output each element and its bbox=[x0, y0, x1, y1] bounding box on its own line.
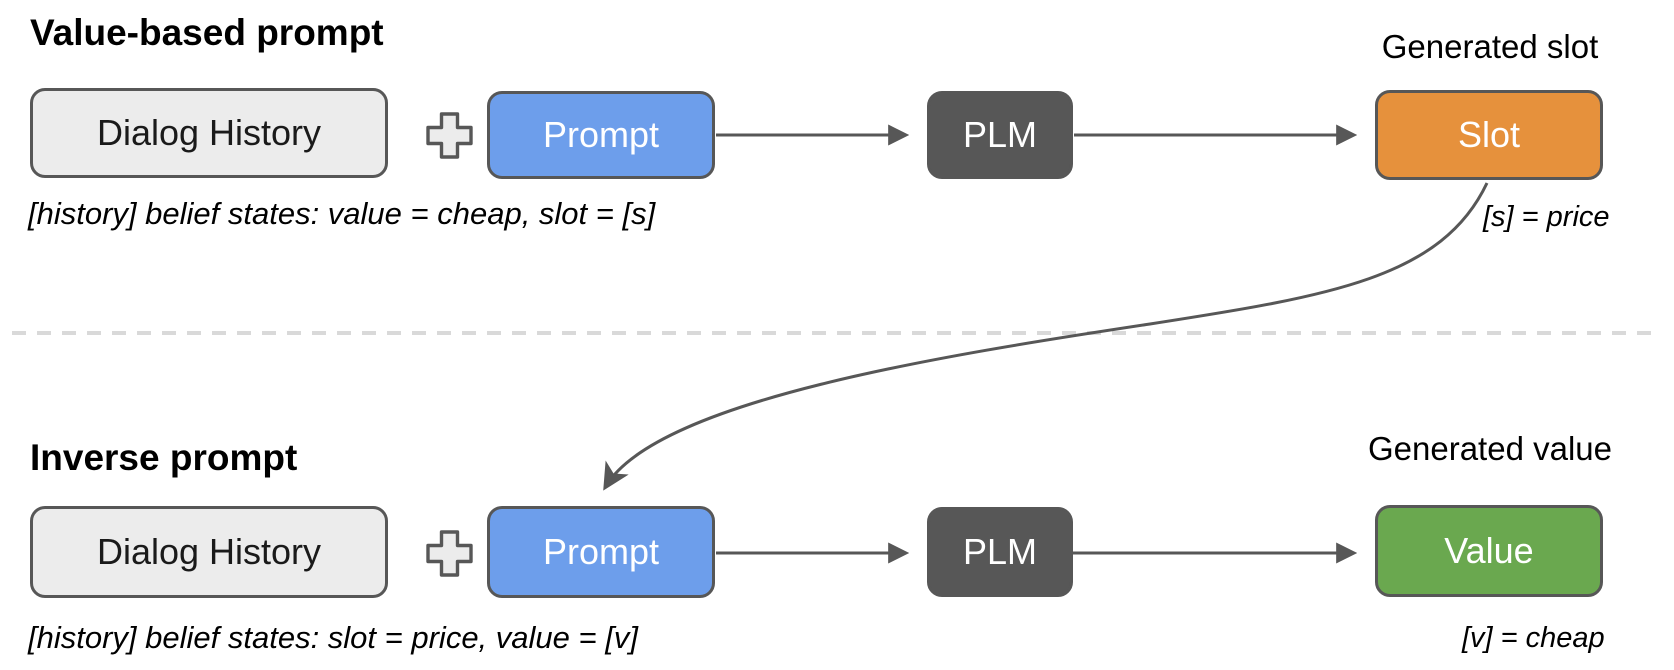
inverse-flow-title: Inverse prompt bbox=[30, 437, 298, 478]
prompt-label-1: Prompt bbox=[542, 114, 660, 155]
dialog-history-label-1: Dialog History bbox=[96, 112, 322, 153]
prompt-box-1: Prompt bbox=[487, 91, 715, 179]
plm-label-1: PLM bbox=[962, 114, 1038, 155]
value-based-flow-title: Value-based prompt bbox=[30, 12, 384, 53]
value-based-prompt-template: [history] belief states: value = cheap, … bbox=[28, 196, 656, 231]
generated-value-caption: Generated value bbox=[1367, 430, 1612, 467]
inverse-prompt-template: [history] belief states: slot = price, v… bbox=[28, 620, 638, 655]
prompt-label-2: Prompt bbox=[542, 531, 660, 572]
value-label: Value bbox=[1444, 530, 1534, 571]
plm-box-1: PLM bbox=[927, 91, 1073, 179]
slot-label: Slot bbox=[1457, 114, 1521, 155]
slot-output-annotation: [s] = price bbox=[1483, 201, 1610, 233]
arrow-slot-to-inverse-prompt bbox=[603, 182, 1489, 491]
prompt-box-2: Prompt bbox=[487, 506, 715, 598]
plus-icon-1 bbox=[426, 112, 473, 159]
slot-box: Slot bbox=[1375, 90, 1603, 180]
plm-box-2: PLM bbox=[927, 507, 1073, 597]
value-output-annotation: [v] = cheap bbox=[1462, 622, 1605, 654]
plus-icon bbox=[426, 530, 473, 577]
plm-label-2: PLM bbox=[962, 531, 1038, 572]
value-box: Value bbox=[1375, 505, 1603, 597]
plus-icon-2 bbox=[426, 530, 473, 577]
dialog-history-label-2: Dialog History bbox=[96, 531, 322, 572]
dialog-history-box-1: Dialog History bbox=[30, 88, 388, 178]
dialog-history-box-2: Dialog History bbox=[30, 506, 388, 598]
plus-icon bbox=[426, 112, 473, 159]
generated-slot-caption: Generated slot bbox=[1381, 28, 1599, 65]
